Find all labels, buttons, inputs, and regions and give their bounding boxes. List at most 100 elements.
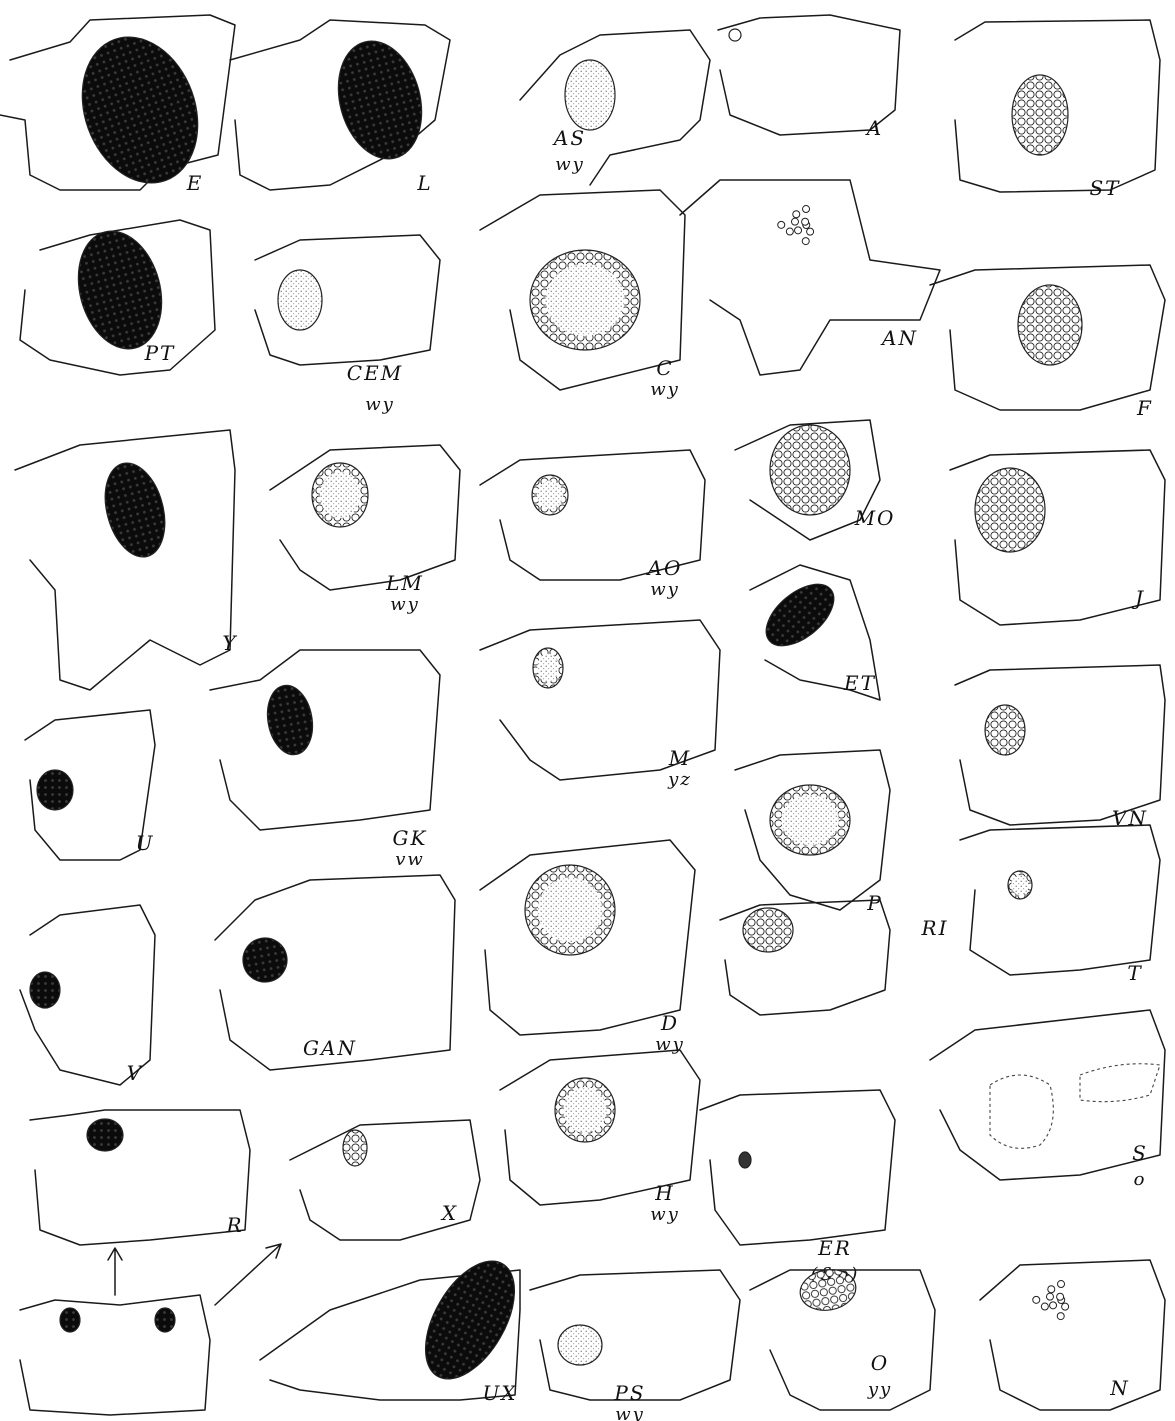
sublabel-M: yz xyxy=(667,769,692,790)
figure-ET: ET xyxy=(750,565,880,700)
sublabel-GK: vw xyxy=(395,849,425,870)
label-GAN: GAN xyxy=(303,1036,357,1060)
eye-core-AO xyxy=(537,481,563,510)
figure-V: V xyxy=(20,905,155,1085)
figure-GAN: GAN xyxy=(215,875,455,1070)
eye-X xyxy=(343,1130,367,1166)
faint-outline-S xyxy=(990,1075,1053,1148)
figure-O: Oyy xyxy=(750,1265,935,1410)
figure-X: X xyxy=(290,1120,480,1240)
figure-RI: RI xyxy=(720,900,948,1015)
sublabel-H: wy xyxy=(650,1204,680,1225)
sublabel-PS: wy xyxy=(615,1404,645,1421)
sublabel-S: o xyxy=(1134,1169,1147,1190)
figure-T: T xyxy=(960,825,1160,985)
eye-ER xyxy=(739,1152,751,1168)
eye-core-D xyxy=(538,878,603,943)
sublabel-AO: wy xyxy=(650,579,680,600)
eye-core-T xyxy=(1011,875,1028,895)
ommatidium-N xyxy=(1057,1293,1064,1300)
eye-core-C xyxy=(545,264,624,336)
ommatidium-N xyxy=(1046,1293,1053,1300)
eye-Y xyxy=(96,456,175,563)
figure-R: R xyxy=(30,1110,250,1245)
label-D: D xyxy=(660,1011,679,1035)
eye-V xyxy=(30,972,60,1008)
label-AN: AN xyxy=(880,326,918,350)
ommatidium-AN xyxy=(803,206,810,213)
sublabel-LM: wy xyxy=(390,594,420,615)
label-PT: PT xyxy=(144,341,176,365)
label-AO: AO xyxy=(646,556,683,580)
ommatidium-N xyxy=(1062,1303,1069,1310)
figure-D: Dwy xyxy=(480,840,695,1055)
head-outline-J xyxy=(950,450,1165,625)
eye-core-M xyxy=(537,654,559,683)
eye-core-P xyxy=(781,795,839,845)
eye-AS xyxy=(565,60,615,130)
label-H: H xyxy=(654,1181,674,1205)
label-ST: ST xyxy=(1089,176,1120,200)
arrow-up xyxy=(108,1248,122,1295)
eye-core-H xyxy=(563,1087,606,1133)
label-E: E xyxy=(186,171,204,195)
ommatidium-N xyxy=(1057,1313,1064,1320)
figure-E: E xyxy=(0,15,235,199)
eye-N xyxy=(1035,1280,1075,1320)
ommatidium-AN xyxy=(778,221,785,228)
faint-outline-S-2 xyxy=(1080,1064,1160,1102)
figure-AS: ASwy xyxy=(520,30,710,185)
head-outline-S xyxy=(930,1010,1165,1180)
figure-front xyxy=(20,1295,210,1415)
eye-front xyxy=(155,1308,175,1332)
label-T: T xyxy=(1127,961,1142,985)
label-N: N xyxy=(1109,1376,1130,1400)
figure-F: F xyxy=(930,265,1165,420)
label-ET: ET xyxy=(843,671,876,695)
ommatidium-AN xyxy=(807,228,814,235)
eye-CEM xyxy=(278,270,322,330)
label-GK: GK xyxy=(393,826,428,850)
figure-AO: AOwy xyxy=(480,450,705,600)
figure-Y: Y xyxy=(15,430,238,690)
label-X: X xyxy=(440,1201,458,1225)
head-outline-ER xyxy=(700,1090,895,1245)
eye-L xyxy=(326,32,434,169)
ommatidium-N xyxy=(1041,1303,1048,1310)
head-outline-front xyxy=(20,1295,210,1415)
label-C: C xyxy=(656,356,673,380)
eye-J xyxy=(975,468,1045,552)
figure-C: Cwy xyxy=(480,190,685,400)
eye-UX xyxy=(407,1246,533,1394)
ommatidium-AN xyxy=(791,218,798,225)
head-outline-T xyxy=(960,825,1160,975)
figure-LM: LMwy xyxy=(270,445,460,615)
figure-P: P xyxy=(735,750,890,915)
figure-MO: MO xyxy=(735,420,895,540)
eye-U xyxy=(37,770,73,810)
eye-GAN xyxy=(240,935,291,986)
figure-J: J xyxy=(950,450,1165,625)
label-F: F xyxy=(1136,396,1153,420)
eye-F xyxy=(1018,285,1082,365)
label-M: M xyxy=(668,746,691,770)
label-Y: Y xyxy=(222,631,237,655)
eye-GK xyxy=(262,682,317,759)
eye-PS xyxy=(558,1325,602,1365)
arrow-diagonal xyxy=(215,1244,281,1305)
label-S: S xyxy=(1132,1141,1148,1165)
label-R: R xyxy=(225,1213,243,1237)
figure-N: N xyxy=(980,1260,1165,1410)
label-RI: RI xyxy=(921,916,949,940)
eye-core-LM xyxy=(320,472,360,518)
figure-ER: ER(&o) xyxy=(700,1090,895,1285)
label-PS: PS xyxy=(613,1381,645,1405)
ommatidium-AN xyxy=(793,211,800,218)
ommatidium-AN xyxy=(802,218,809,225)
figure-AN: AN xyxy=(680,180,940,375)
eye-AN xyxy=(780,203,820,247)
figure-M: Myz xyxy=(480,620,720,790)
eye-RI xyxy=(743,908,793,952)
figure-H: Hwy xyxy=(500,1050,700,1225)
head-outline-AS xyxy=(520,30,710,185)
